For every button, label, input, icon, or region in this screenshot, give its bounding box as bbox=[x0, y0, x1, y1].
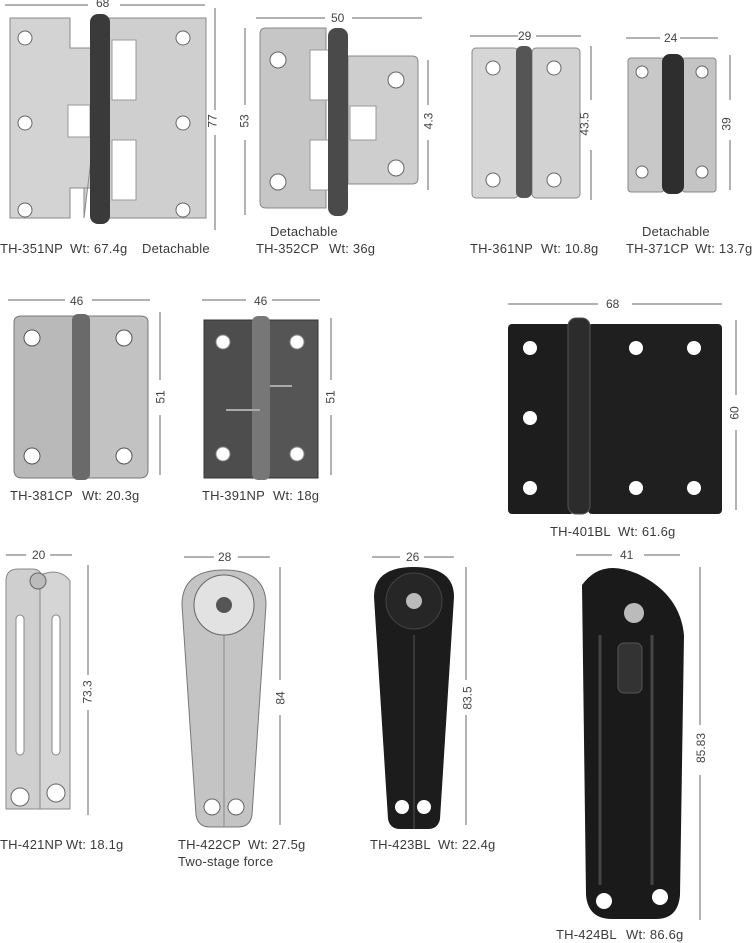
product-code: TH-351NP bbox=[0, 241, 64, 256]
product-weight: Wt: 10.8g bbox=[541, 241, 599, 256]
product-weight: Wt: 67.4g bbox=[70, 241, 128, 256]
hinge-422cp-image bbox=[181, 556, 281, 828]
width-dimension: 46 bbox=[254, 294, 268, 308]
product-code: TH-423BL bbox=[370, 837, 431, 852]
product-note: Detachable bbox=[142, 241, 210, 256]
height-dimension: 84 bbox=[273, 691, 288, 705]
product-code: TH-391NP bbox=[202, 488, 266, 503]
width-dimension: 41 bbox=[620, 548, 634, 562]
height-dimension: 85.83 bbox=[694, 732, 709, 764]
product-weight: Wt: 22.4g bbox=[438, 837, 496, 852]
product-weight: Wt: 27.5g bbox=[248, 837, 306, 852]
product-code: TH-401BL bbox=[550, 524, 611, 539]
product-th-361np: 29 43.5 TH-361NP Wt: 10.8g bbox=[466, 0, 606, 260]
product-weight: Wt: 20.3g bbox=[82, 488, 140, 503]
width-dimension: 50 bbox=[331, 11, 345, 25]
product-th-421np: 20 73.3 TH-421NP Wt: 18.1g bbox=[0, 545, 150, 865]
product-note: Detachable bbox=[642, 224, 710, 239]
product-th-423bl: 26 83.5 TH-423BL Wt: 22.4g bbox=[362, 545, 522, 865]
hinge-351np-image bbox=[5, 4, 216, 230]
width-dimension: 68 bbox=[606, 297, 620, 311]
product-th-401bl: 68 60 TH-401BL Wt: 61.6g bbox=[500, 290, 754, 540]
product-code: TH-421NP bbox=[0, 837, 64, 852]
height-dimension: 53 bbox=[237, 114, 252, 128]
height-dimension: 77 bbox=[205, 114, 220, 128]
product-code: TH-361NP bbox=[470, 241, 534, 256]
product-weight: Wt: 36g bbox=[329, 241, 376, 256]
hinge-401bl-image bbox=[508, 303, 737, 515]
height-dimension: 51 bbox=[153, 390, 168, 404]
hinge-391np-image bbox=[202, 299, 332, 480]
hinge-423bl-image bbox=[372, 556, 467, 829]
width-dimension: 26 bbox=[406, 550, 420, 564]
product-code: TH-381CP bbox=[10, 488, 74, 503]
hinge-352cp-image bbox=[244, 17, 429, 216]
product-th-422cp: 28 84 TH-422CP Wt: 27.5g Two-stage force bbox=[174, 545, 334, 885]
product-code: TH-424BL bbox=[556, 927, 617, 942]
product-note: Two-stage force bbox=[178, 854, 274, 869]
height-dimension: 39 bbox=[719, 117, 734, 131]
width-dimension: 46 bbox=[70, 294, 84, 308]
width-dimension: 24 bbox=[664, 31, 678, 45]
hinge-361np-image bbox=[470, 35, 592, 200]
width-dimension: 28 bbox=[218, 550, 232, 564]
product-code: TH-352CP bbox=[256, 241, 320, 256]
height-dimension: 51 bbox=[323, 390, 338, 404]
product-weight: Wt: 13.7g bbox=[695, 241, 753, 256]
height-dimension: 60 bbox=[727, 406, 742, 420]
product-code: TH-422CP bbox=[178, 837, 242, 852]
product-th-371cp: 24 39 Detachable TH-371CP Wt: 13.7g bbox=[620, 0, 754, 260]
height-dimension: 73.3 bbox=[80, 680, 95, 704]
product-note: Detachable bbox=[270, 224, 338, 239]
product-th-424bl: 41 85.83 TH-424BL Wt: 86.6g bbox=[548, 545, 754, 943]
product-th-352cp: 50 53 4.3 Detachable TH-352CP Wt: 36g bbox=[237, 0, 440, 260]
height-dimension: 83.5 bbox=[460, 686, 475, 710]
hinge-424bl-image bbox=[576, 554, 701, 920]
height-dimension: 43.5 bbox=[577, 112, 592, 136]
hinge-371cp-image bbox=[626, 37, 731, 194]
width-dimension: 29 bbox=[518, 29, 532, 43]
product-th-351np: 68 77 TH-351NP Wt: 67.4g Detachable bbox=[0, 0, 230, 260]
product-weight: Wt: 18g bbox=[273, 488, 320, 503]
hinge-421np-image bbox=[5, 554, 89, 815]
hinge-381cp-image bbox=[8, 299, 161, 480]
width-dimension: 68 bbox=[96, 0, 110, 10]
product-weight: Wt: 18.1g bbox=[66, 837, 124, 852]
height-dimension-secondary: 4.3 bbox=[421, 112, 436, 130]
product-code: TH-371CP bbox=[626, 241, 690, 256]
product-weight: Wt: 86.6g bbox=[626, 927, 684, 942]
product-weight: Wt: 61.6g bbox=[618, 524, 676, 539]
product-th-391np: 46 51 TH-391NP Wt: 18g bbox=[196, 290, 376, 510]
width-dimension: 20 bbox=[32, 548, 46, 562]
product-th-381cp: 46 51 TH-381CP Wt: 20.3g bbox=[0, 290, 190, 510]
